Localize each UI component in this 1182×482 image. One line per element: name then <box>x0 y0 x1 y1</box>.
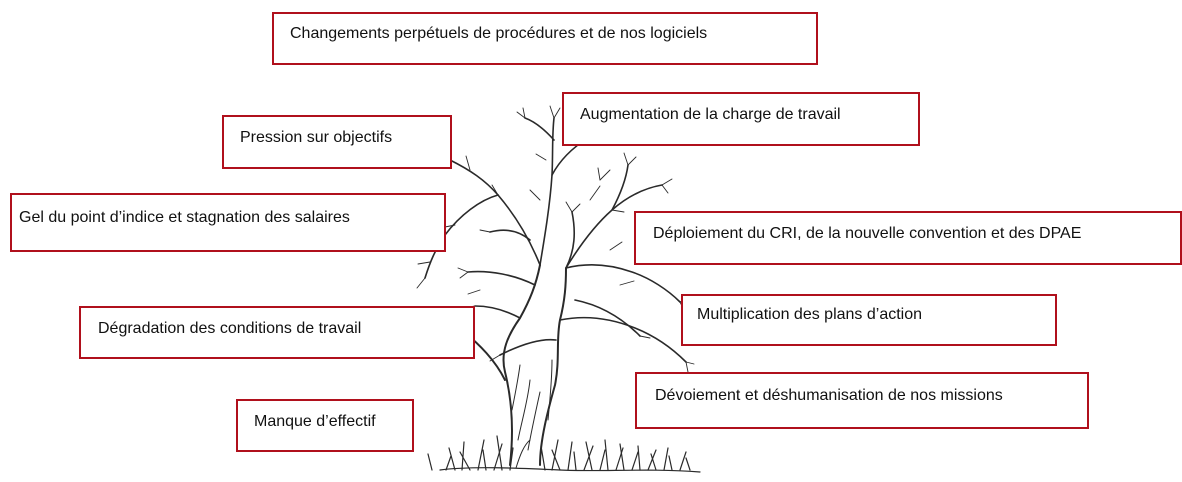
label-text: Dégradation des conditions de travail <box>98 320 362 337</box>
branches <box>424 117 687 363</box>
label-text: Gel du point d’indice et stagnation des … <box>19 209 350 226</box>
label-text: Augmentation de la charge de travail <box>580 106 841 123</box>
trunk <box>461 264 567 469</box>
label-box-action-plans: Multiplication des plans d’action <box>681 294 1057 346</box>
grass <box>427 435 701 473</box>
label-box-salary-freeze: Gel du point d’indice et stagnation des … <box>10 193 446 252</box>
label-text: Multiplication des plans d’action <box>697 306 923 323</box>
label-box-staff-shortage: Manque d’effectif <box>236 399 414 452</box>
label-text: Déploiement du CRI, de la nouvelle conve… <box>653 225 1082 242</box>
label-text: Changements perpétuels de procédures et … <box>290 25 708 42</box>
label-text: Pression sur objectifs <box>240 129 393 146</box>
label-box-missions-dehumanisation: Dévoiement et déshumanisation de nos mis… <box>635 372 1089 429</box>
label-box-objectives-pressure: Pression sur objectifs <box>222 115 452 169</box>
label-box-working-conditions: Dégradation des conditions de travail <box>79 306 475 359</box>
label-box-cri-deployment: Déploiement du CRI, de la nouvelle conve… <box>634 211 1182 265</box>
label-text: Dévoiement et déshumanisation de nos mis… <box>655 387 1003 404</box>
label-box-procedure-changes: Changements perpétuels de procédures et … <box>272 12 818 65</box>
label-box-workload-increase: Augmentation de la charge de travail <box>562 92 920 146</box>
label-text: Manque d’effectif <box>254 413 376 430</box>
